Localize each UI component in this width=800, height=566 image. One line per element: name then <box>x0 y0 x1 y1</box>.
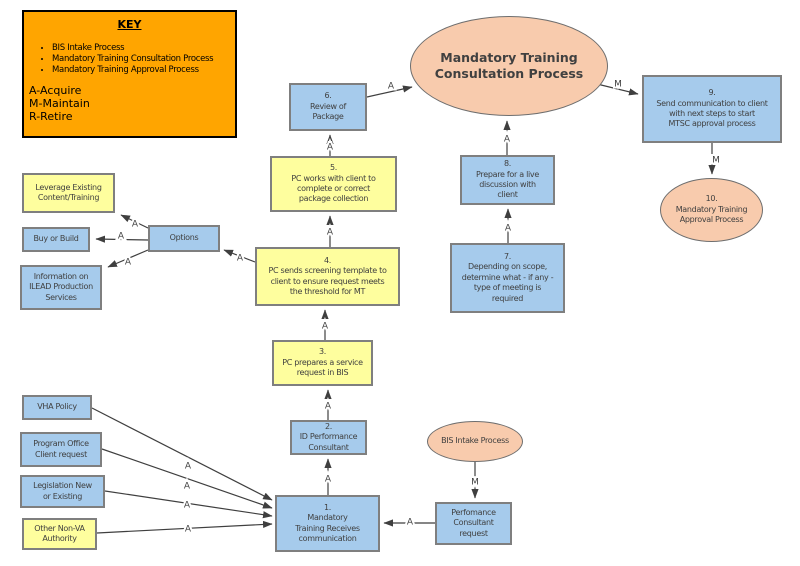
edge-label-pcrequest-to-step1: A <box>407 518 414 528</box>
node-step6-review-of-package: 6. Review of Package <box>289 83 367 131</box>
edge-label-vha-to-step1: A <box>185 462 192 472</box>
key-abbrev-maintain: M-Maintain <box>29 97 90 111</box>
node-step1-mt-receives-communication: 1. Mandatory Training Receives communica… <box>275 495 380 552</box>
edge-label-options-to-leverage: A <box>132 220 139 230</box>
key-bullet-list: BIS Intake Process Mandatory Training Co… <box>52 43 231 75</box>
node-ilead-production-services: Information on ILEAD Production Services <box>20 265 102 310</box>
edge-label-step4-to-options: A <box>237 254 244 264</box>
edge-label-step5-to-step6: A <box>327 143 334 153</box>
edge-main-to-step9 <box>596 83 639 96</box>
edge-label-main-to-step9: M <box>614 80 622 90</box>
node-program-office-client-request: Program Office Client request <box>20 432 102 467</box>
edge-options-to-buy <box>95 235 149 243</box>
edge-label-step4-to-step5: A <box>327 228 334 238</box>
edge-label-step7-to-step8: A <box>505 224 512 234</box>
edge-label-step9-to-step10: M <box>712 156 720 166</box>
edge-label-options-to-ilead: A <box>125 258 132 268</box>
key-bullet-item: Mandatory Training Consultation Process <box>52 54 231 64</box>
edge-label-step6-to-main: A <box>388 82 395 92</box>
node-step5-package-collection: 5. PC works with client to complete or c… <box>270 156 397 212</box>
key-abbrev-acquire: A-Acquire <box>29 84 82 97</box>
edge-label-legislation-to-step1: A <box>184 501 191 511</box>
node-step3-service-request: 3. PC prepares a service request in BIS <box>272 340 373 386</box>
node-vha-policy: VHA Policy <box>22 395 92 420</box>
edge-label-step1-to-step2: A <box>325 475 332 485</box>
key-abbreviations: A-Acquire M-Maintain R-Retire <box>29 84 231 124</box>
node-step2-id-performance-consultant: 2. ID Performance Consultant <box>290 420 367 455</box>
node-step10-approval-process: 10. Mandatory Training Approval Process <box>660 178 763 242</box>
edge-label-step3-to-step4: A <box>322 322 329 332</box>
edge-label-step2-to-step3: A <box>325 402 332 412</box>
edge-label-program-to-step1: A <box>184 482 191 492</box>
node-main-consultation-process: Mandatory Training Consultation Process <box>410 16 608 116</box>
key-bullet-item: BIS Intake Process <box>52 43 231 53</box>
edge-step4-to-options <box>223 249 256 263</box>
edge-label-bis-to-pcrequest: M <box>471 478 479 488</box>
edge-step6-to-main <box>366 85 413 98</box>
edge-label-step8-to-main: A <box>504 135 511 145</box>
node-step9-send-communication: 9. Send communication to client with nex… <box>642 75 782 143</box>
node-performance-consultant-request: Perfomance Consultant request <box>435 502 512 545</box>
edge-vha-to-step1 <box>91 407 273 501</box>
node-legislation-new-or-existing: Legislation New or Existing <box>20 475 105 508</box>
edge-options-to-leverage <box>120 214 149 229</box>
key-bullet-item: Mandatory Training Approval Process <box>52 65 231 75</box>
key-legend-box: KEY BIS Intake Process Mandatory Trainin… <box>22 10 237 138</box>
edge-options-to-ilead <box>107 249 149 268</box>
node-options: Options <box>148 225 220 252</box>
node-step7-determine-meeting: 7. Depending on scope, determine what - … <box>450 243 565 313</box>
node-buy-or-build: Buy or Build <box>22 227 90 252</box>
key-abbrev-retire: R-Retire <box>29 110 73 124</box>
edge-legislation-to-step1 <box>104 490 273 519</box>
edge-label-other-to-step1: A <box>185 525 192 535</box>
node-leverage-existing-content: Leverage Existing Content/Training <box>22 173 115 213</box>
edge-other-to-step1 <box>96 520 273 534</box>
node-step8-live-discussion: 8. Prepare for a live discussion with cl… <box>460 155 555 205</box>
node-step4-screening-template: 4. PC sends screening template to client… <box>255 247 400 306</box>
node-bis-intake-process: BIS Intake Process <box>427 421 523 462</box>
edge-program-to-step1 <box>101 448 273 509</box>
edge-label-options-to-buy: A <box>118 232 125 242</box>
key-title: KEY <box>117 18 142 31</box>
node-other-non-va-authority: Other Non-VA Authority <box>22 518 97 550</box>
